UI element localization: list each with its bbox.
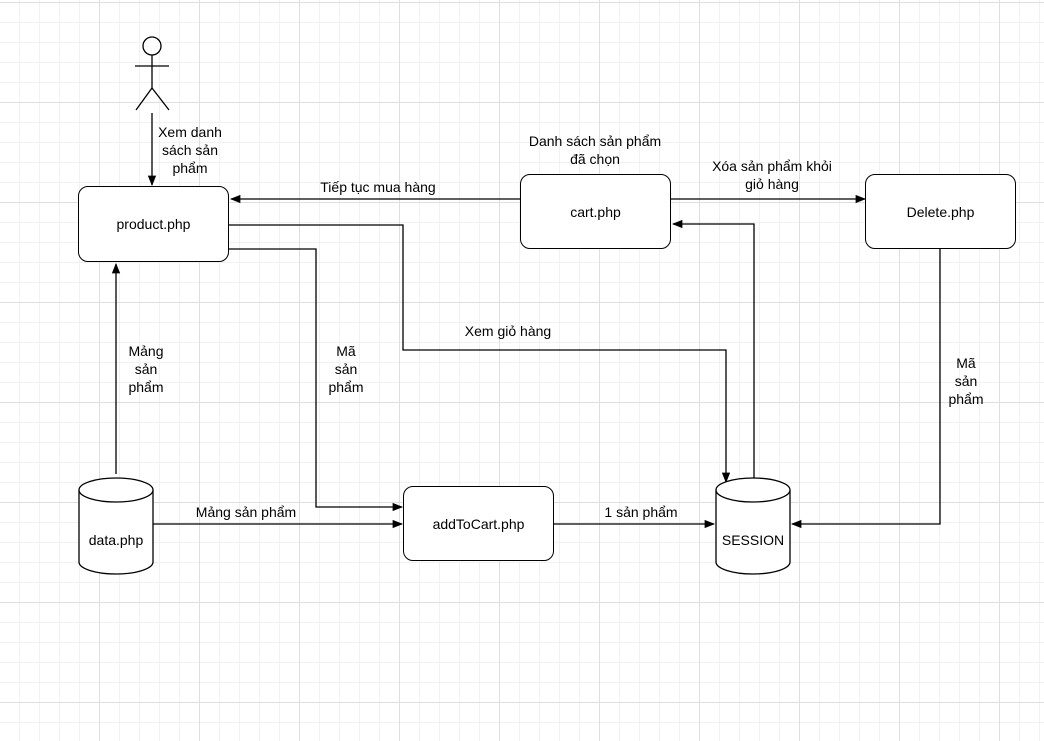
label-view-cart: Xem giỏ hàng xyxy=(464,323,552,339)
edge-product-session xyxy=(229,224,731,484)
node-cart[interactable]: cart.php xyxy=(520,174,671,249)
label-product-id-delete: Mã sản phẩm xyxy=(948,355,984,407)
data-store-cylinder xyxy=(78,477,154,575)
label-view-product-list: Xem danh sách sản phẩm xyxy=(158,124,222,176)
edge-product-addtocart xyxy=(229,248,404,512)
label-remove-from-cart: Xóa sản phẩm khỏi giỏ hàng xyxy=(712,158,832,192)
label-one-product: 1 sản phẩm xyxy=(604,504,678,520)
label-product-array-up: Mảng sản phẩm xyxy=(128,343,164,395)
label-product-id-add: Mã sản phẩm xyxy=(328,343,364,395)
user-actor-icon xyxy=(135,36,170,111)
label-continue-shopping: Tiếp tục mua hàng xyxy=(320,179,436,195)
label-selected-products: Danh sách sản phẩm đã chọn xyxy=(528,133,662,167)
label-product-array: Mảng sản phẩm xyxy=(195,504,297,520)
session-store-cylinder xyxy=(715,477,791,575)
node-delete[interactable]: Delete.php xyxy=(865,174,1016,249)
edge-session-cart xyxy=(671,219,755,478)
node-product[interactable]: product.php xyxy=(78,186,229,262)
edge-delete-session xyxy=(790,249,941,529)
node-session[interactable]: SESSION xyxy=(721,532,785,548)
node-addtocart[interactable]: addToCart.php xyxy=(403,486,554,561)
node-data[interactable]: data.php xyxy=(88,532,144,548)
